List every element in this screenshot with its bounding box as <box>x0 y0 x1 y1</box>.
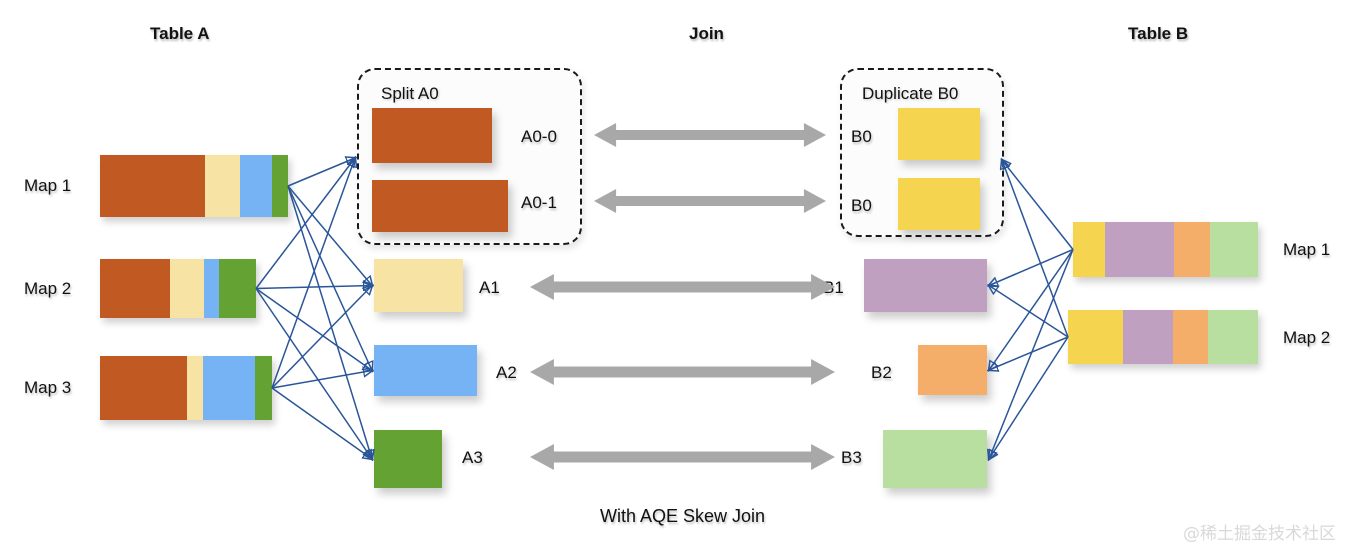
table-a-map-1-segment-cream <box>205 155 240 217</box>
partition-b3-block <box>883 430 987 488</box>
table-a-map-2-bar <box>100 259 256 318</box>
table-a-map-2-label: Map 2 <box>24 278 72 298</box>
table-a-map-3-segment-orange <box>100 356 187 420</box>
table-a-map-1-segment-green <box>272 155 288 217</box>
partition-a3-label: A3 <box>462 448 483 467</box>
table-b-map-2-segment-yellow <box>1068 310 1123 364</box>
partition-a2-block <box>374 345 477 396</box>
header-join: Join <box>689 24 724 43</box>
table-a-map-2-segment-blue <box>204 259 219 318</box>
split-partition-a0-1-block <box>372 180 508 232</box>
partition-b3-label: B3 <box>841 448 862 467</box>
table-b-map-1-segment-yellow <box>1073 222 1105 277</box>
table-a-map-3-segment-cream <box>187 356 203 420</box>
partition-b2-block <box>918 345 987 395</box>
table-a-map-1-segment-blue <box>240 155 272 217</box>
split-partition-a0-0-label: A0-0 <box>521 127 557 146</box>
header-table-b: Table B <box>1128 24 1189 43</box>
partition-a1-block <box>374 259 463 312</box>
partition-a3-block <box>374 430 442 488</box>
table-b-map-1-segment-peach <box>1174 222 1210 277</box>
table-b-map-2-segment-purple <box>1123 310 1173 364</box>
split-partition-a0-1-label: A0-1 <box>521 193 557 212</box>
partition-b2-label: B2 <box>871 363 892 382</box>
split-a0-title: Split A0 <box>381 84 439 103</box>
partition-b1-block <box>864 259 987 312</box>
table-b-map-1-bar <box>1073 222 1258 277</box>
table-b-map-1-segment-lightgreen <box>1210 222 1258 277</box>
split-partition-a0-0-block <box>372 108 492 163</box>
duplicate-partition-b0-0-block <box>898 108 980 160</box>
table-a-map-3-segment-green <box>255 356 272 420</box>
duplicate-partition-b0-1-label: B0 <box>851 196 872 215</box>
table-b-map-2-segment-peach <box>1173 310 1208 364</box>
watermark: @稀土掘金技术社区 <box>1183 524 1336 544</box>
table-a-map-1-segment-orange <box>100 155 205 217</box>
table-a-map-2-segment-orange <box>100 259 170 318</box>
table-b-map-2-segment-lightgreen <box>1208 310 1258 364</box>
table-a-map-3-bar <box>100 356 272 420</box>
table-b-map-2-label: Map 2 <box>1283 328 1331 347</box>
partition-a2-label: A2 <box>496 363 517 382</box>
table-a-map-1-label: Map 1 <box>24 176 72 195</box>
header-table-a: Table A <box>150 24 210 43</box>
table-a-map-1-bar <box>100 155 288 217</box>
table-b-map-1-label: Map 1 <box>1283 240 1331 259</box>
diagram-caption: With AQE Skew Join <box>600 506 766 526</box>
join-arrow-a0-1 <box>594 189 826 213</box>
partition-a1-label: A1 <box>479 278 500 297</box>
join-arrow-a2 <box>530 359 835 385</box>
table-a-map-3-segment-blue <box>203 356 255 420</box>
table-a-map-2-segment-cream <box>170 259 204 318</box>
table-b-map-2-bar <box>1068 310 1258 364</box>
join-arrow-a3 <box>530 444 835 470</box>
duplicate-partition-b0-1-block <box>898 178 980 230</box>
duplicate-partition-b0-0-label: B0 <box>851 127 872 146</box>
table-a-map-3-label: Map 3 <box>24 378 72 397</box>
table-b-map-1-segment-purple <box>1105 222 1174 277</box>
join-arrow-a0-0 <box>594 123 826 147</box>
table-a-map-2-segment-green <box>219 259 256 318</box>
duplicate-b0-title: Duplicate B0 <box>862 84 959 103</box>
join-arrow-a1 <box>530 274 835 300</box>
